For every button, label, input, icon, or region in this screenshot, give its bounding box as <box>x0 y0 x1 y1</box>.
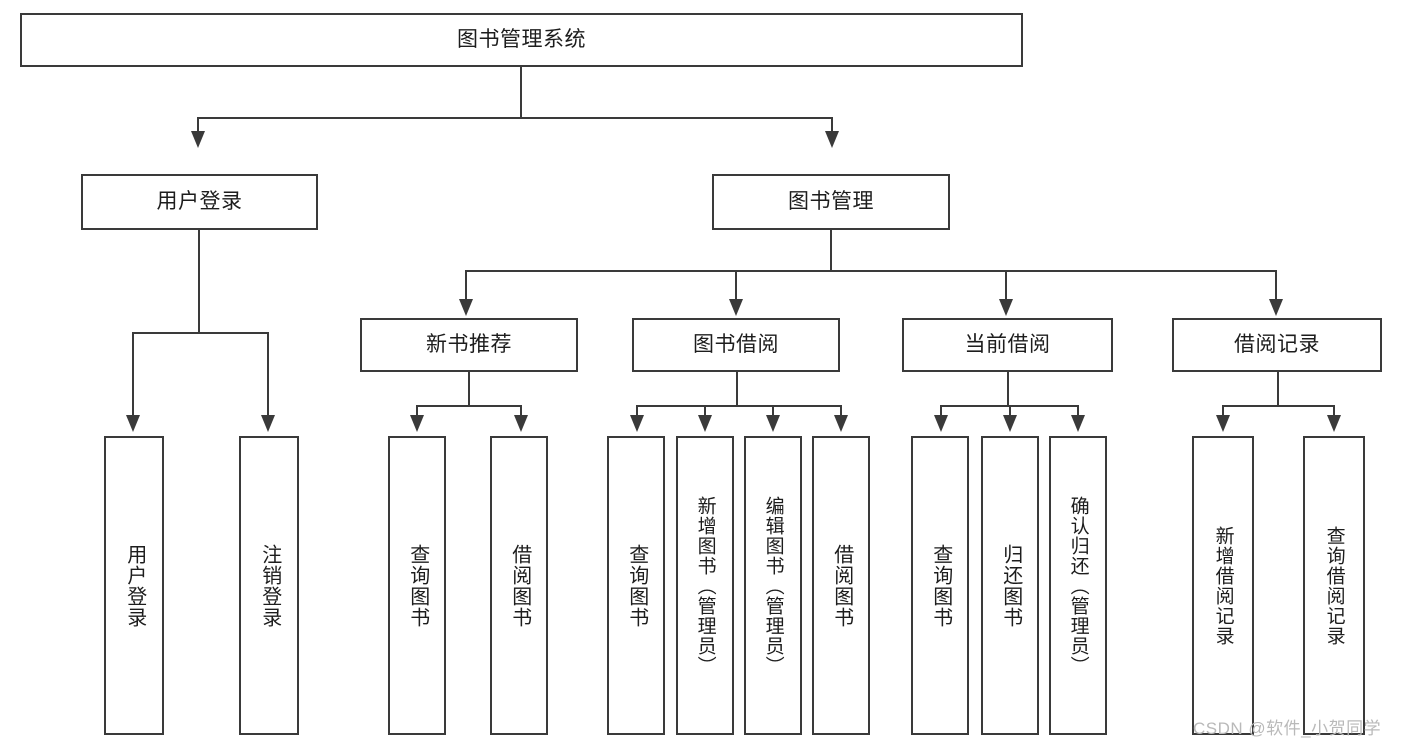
arrowhead-new-book <box>459 299 473 316</box>
node-label: 图书管理 <box>788 189 874 213</box>
arrowhead-nb-leaf-0 <box>410 415 424 432</box>
node-label: 借阅记录 <box>1234 332 1320 356</box>
node-label: 新书推荐 <box>426 332 512 356</box>
arrowhead-bb-leaf-1 <box>698 415 712 432</box>
node-label: 确认归还（管理员） <box>1067 495 1089 676</box>
node-label: 图书管理系统 <box>457 27 586 51</box>
leaf-borrow-book[interactable]: 借阅图书 <box>812 436 870 735</box>
connector-user-login-rail <box>132 332 268 334</box>
connector-borrow-record-stem <box>1277 372 1279 406</box>
connector-drop-user-login <box>197 117 199 135</box>
connector-drop-borrow-record <box>1275 270 1277 303</box>
arrowhead-bb-leaf-2 <box>766 415 780 432</box>
arrowhead-br-leaf-1 <box>1327 415 1341 432</box>
connector-current-borrow-stem <box>1007 372 1009 406</box>
node-root-system[interactable]: 图书管理系统 <box>20 13 1023 67</box>
connector-user-login-stem <box>198 230 200 333</box>
arrowhead-current-borrow <box>999 299 1013 316</box>
arrowhead-bb-leaf-0 <box>630 415 644 432</box>
leaf-query-book-recommend[interactable]: 查询图书 <box>388 436 446 735</box>
connector-drop-bb-leaf-2 <box>772 405 774 419</box>
connector-drop-bb-leaf-0 <box>636 405 638 419</box>
arrowhead-leaf-logout <box>261 415 275 432</box>
node-label: 用户登录 <box>123 543 146 628</box>
arrowhead-cb-leaf-0 <box>934 415 948 432</box>
arrowhead-nb-leaf-1 <box>514 415 528 432</box>
arrowhead-book-borrow <box>729 299 743 316</box>
leaf-add-book-admin[interactable]: 新增图书（管理员） <box>676 436 734 735</box>
connector-drop-new-book <box>465 270 467 303</box>
node-label: 注销登录 <box>258 543 281 628</box>
node-book-borrow[interactable]: 图书借阅 <box>632 318 840 372</box>
arrowhead-br-leaf-0 <box>1216 415 1230 432</box>
connector-book-borrow-stem <box>736 372 738 406</box>
node-label: 编辑图书（管理员） <box>762 495 784 676</box>
leaf-return-book[interactable]: 归还图书 <box>981 436 1039 735</box>
node-label: 借阅图书 <box>830 543 853 628</box>
leaf-query-borrow-record[interactable]: 查询借阅记录 <box>1303 436 1365 735</box>
node-borrow-record[interactable]: 借阅记录 <box>1172 318 1382 372</box>
node-label: 用户登录 <box>156 189 243 213</box>
node-label: 图书借阅 <box>693 332 779 356</box>
connector-drop-bb-leaf-1 <box>704 405 706 419</box>
node-current-borrow[interactable]: 当前借阅 <box>902 318 1113 372</box>
node-label: 新增图书（管理员） <box>694 495 716 676</box>
arrowhead-user-login <box>191 131 205 148</box>
connector-book-borrow-rail <box>636 405 842 407</box>
connector-drop-cb-leaf-2 <box>1077 405 1079 419</box>
leaf-confirm-return-admin[interactable]: 确认归还（管理员） <box>1049 436 1107 735</box>
node-label: 查询图书 <box>929 543 952 628</box>
connector-drop-current-borrow <box>1005 270 1007 303</box>
leaf-query-book-borrow[interactable]: 查询图书 <box>607 436 665 735</box>
node-label: 当前借阅 <box>964 332 1051 356</box>
connector-drop-cb-leaf-1 <box>1009 405 1011 419</box>
connector-drop-leaf-user-login <box>132 332 134 419</box>
arrowhead-cb-leaf-2 <box>1071 415 1085 432</box>
connector-drop-book-borrow <box>735 270 737 303</box>
node-label: 查询图书 <box>625 543 648 628</box>
node-label: 查询借阅记录 <box>1323 525 1345 646</box>
connector-drop-cb-leaf-0 <box>940 405 942 419</box>
arrowhead-bb-leaf-3 <box>834 415 848 432</box>
node-new-book-recommend[interactable]: 新书推荐 <box>360 318 578 372</box>
node-label: 借阅图书 <box>508 543 531 628</box>
leaf-edit-book-admin[interactable]: 编辑图书（管理员） <box>744 436 802 735</box>
leaf-user-login[interactable]: 用户登录 <box>104 436 164 735</box>
connector-drop-br-leaf-0 <box>1222 405 1224 419</box>
connector-drop-nb-leaf-0 <box>416 405 418 419</box>
connector-root-stem <box>520 67 522 118</box>
arrowhead-cb-leaf-1 <box>1003 415 1017 432</box>
node-label: 新增借阅记录 <box>1212 525 1234 646</box>
arrowhead-borrow-record <box>1269 299 1283 316</box>
watermark-text: CSDN @软件_小贺同学 <box>1193 719 1382 738</box>
node-book-manage[interactable]: 图书管理 <box>712 174 950 230</box>
connector-borrow-record-rail <box>1222 405 1335 407</box>
leaf-logout[interactable]: 注销登录 <box>239 436 299 735</box>
node-user-login[interactable]: 用户登录 <box>81 174 318 230</box>
leaf-query-book-current[interactable]: 查询图书 <box>911 436 969 735</box>
connector-new-book-stem <box>468 372 470 406</box>
connector-drop-bb-leaf-3 <box>840 405 842 419</box>
node-label: 查询图书 <box>406 543 429 628</box>
connector-new-book-rail <box>416 405 522 407</box>
connector-book-manage-stem <box>830 230 832 271</box>
arrowhead-leaf-user-login <box>126 415 140 432</box>
node-label: 归还图书 <box>999 543 1022 628</box>
arrowhead-book-manage <box>825 131 839 148</box>
connector-drop-nb-leaf-1 <box>520 405 522 419</box>
connector-level2-rail <box>197 117 833 119</box>
connector-level3-rail <box>465 270 1277 272</box>
leaf-add-borrow-record[interactable]: 新增借阅记录 <box>1192 436 1254 735</box>
connector-drop-leaf-logout <box>267 332 269 419</box>
leaf-borrow-book-recommend[interactable]: 借阅图书 <box>490 436 548 735</box>
connector-drop-br-leaf-1 <box>1333 405 1335 419</box>
connector-drop-book-manage <box>831 117 833 135</box>
